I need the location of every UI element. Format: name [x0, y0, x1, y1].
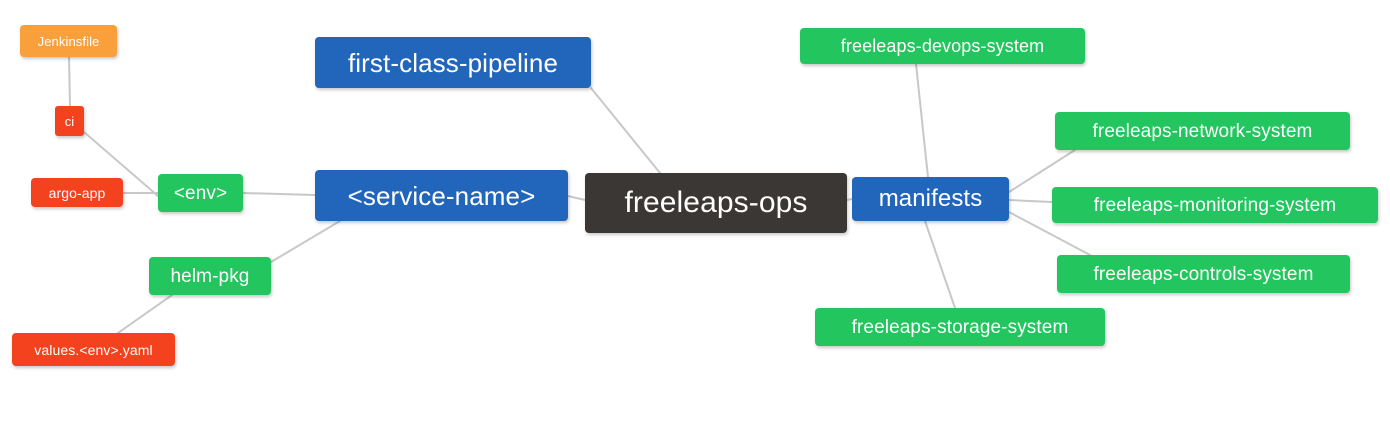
node-label: freeleaps-storage-system — [851, 316, 1069, 338]
mindmap-node-network-system[interactable]: freeleaps-network-system — [1055, 112, 1350, 150]
mindmap-node-ci[interactable]: ci — [55, 106, 84, 136]
node-label: <env> — [173, 182, 228, 204]
node-label: freeleaps-controls-system — [1093, 263, 1314, 285]
mindmap-node-devops-system[interactable]: freeleaps-devops-system — [800, 28, 1085, 64]
mindmap-node-freeleaps-ops[interactable]: freeleaps-ops — [585, 173, 847, 233]
node-label: argo-app — [48, 184, 106, 201]
mindmap-node-jenkinsfile[interactable]: Jenkinsfile — [20, 25, 117, 57]
node-label: manifests — [878, 185, 983, 212]
mindmap-node-first-class-pipeline[interactable]: first-class-pipeline — [315, 37, 591, 88]
node-label: freeleaps-devops-system — [840, 36, 1045, 56]
node-label: Jenkinsfile — [37, 33, 100, 49]
node-label: ci — [64, 113, 75, 129]
node-label: freeleaps-ops — [624, 186, 808, 219]
mindmap-node-values-env-yaml[interactable]: values.<env>.yaml — [12, 333, 175, 366]
node-label: first-class-pipeline — [347, 47, 559, 78]
mindmap-node-env[interactable]: <env> — [158, 174, 243, 212]
mindmap-node-service-name[interactable]: <service-name> — [315, 170, 568, 221]
node-label: freeleaps-monitoring-system — [1093, 194, 1337, 216]
mindmap-node-argo-app[interactable]: argo-app — [31, 178, 123, 207]
mindmap-node-manifests[interactable]: manifests — [852, 177, 1009, 221]
node-label: <service-name> — [347, 180, 536, 211]
mindmap-node-storage-system[interactable]: freeleaps-storage-system — [815, 308, 1105, 346]
mindmap-node-controls-system[interactable]: freeleaps-controls-system — [1057, 255, 1350, 293]
mindmap-node-monitoring-system[interactable]: freeleaps-monitoring-system — [1052, 187, 1378, 223]
node-label: values.<env>.yaml — [34, 341, 153, 358]
node-label: helm-pkg — [170, 265, 250, 287]
node-label: freeleaps-network-system — [1092, 120, 1313, 142]
mindmap-node-helm-pkg[interactable]: helm-pkg — [149, 257, 271, 295]
